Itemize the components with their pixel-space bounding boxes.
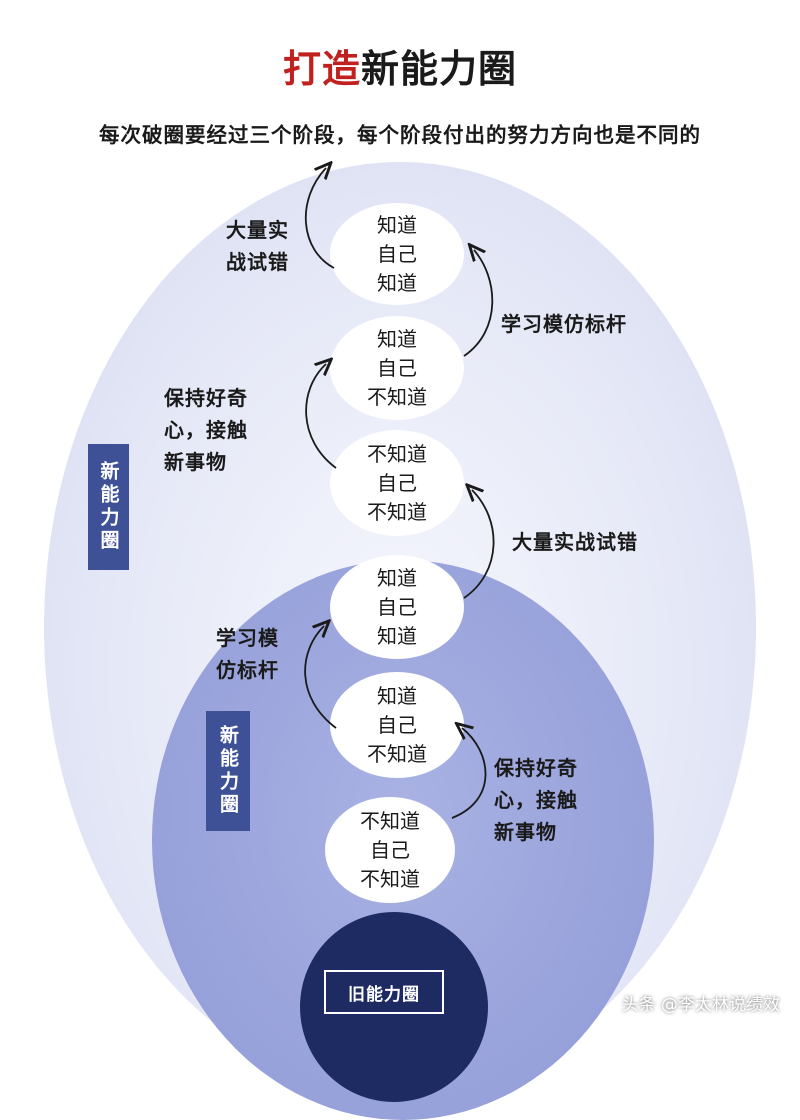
stage-node-6: 知道 自己 知道	[330, 203, 464, 305]
stage-node-1: 不知道 自己 不知道	[325, 797, 455, 903]
node-text: 知道	[377, 326, 417, 351]
annotation-curious-lower: 保持好奇 心，接触 新事物	[494, 752, 578, 848]
stage-node-3: 知道 自己 知道	[330, 555, 464, 659]
node-text: 自己	[377, 470, 417, 495]
node-text: 自己	[370, 837, 410, 862]
node-text: 自己	[377, 594, 417, 619]
node-text: 知道	[377, 212, 417, 237]
arrow-practice-upper	[305, 168, 335, 269]
node-text: 自己	[377, 712, 417, 737]
title-main: 新能力圈	[361, 47, 518, 91]
middle-circle-label-text: 新能力圈	[217, 725, 239, 817]
annotation-text: 保持好奇	[164, 386, 248, 410]
annotation-text: 大量实战试错	[512, 530, 638, 554]
outer-circle-label-text: 新能力圈	[97, 461, 120, 553]
annotation-text: 学习模仿标杆	[501, 312, 627, 336]
node-text: 不知道	[360, 808, 420, 833]
node-text: 不知道	[367, 741, 427, 766]
node-text: 不知道	[367, 441, 427, 466]
annotation-imitate-lower: 学习模 仿标杆	[216, 622, 279, 686]
progression-arrows	[304, 0, 495, 819]
stage-node-2: 知道 自己 不知道	[330, 672, 464, 778]
annotation-curious-upper: 保持好奇 心，接触 新事物	[164, 382, 248, 478]
stage-node-5: 知道 自己 不知道	[330, 316, 464, 420]
annotation-text: 心，接触	[164, 418, 248, 442]
annotation-text: 仿标杆	[216, 658, 279, 682]
node-text: 不知道	[360, 866, 420, 891]
stage-node-4: 不知道 自己 不知道	[330, 430, 464, 536]
title-accent: 打造	[282, 47, 361, 91]
annotation-practice-middle: 大量实战试错	[512, 526, 638, 558]
node-text: 知道	[377, 683, 417, 708]
annotation-text: 大量实	[226, 218, 289, 242]
annotation-text: 战试错	[226, 250, 289, 274]
annotation-text: 心，接触	[494, 788, 578, 812]
annotation-text: 学习模	[216, 626, 279, 650]
node-text: 知道	[377, 270, 417, 295]
arrow-imitate-upper	[463, 250, 494, 357]
node-text: 不知道	[367, 499, 427, 524]
node-text: 自己	[377, 355, 417, 380]
outer-circle-label: 新能力圈	[88, 444, 129, 570]
middle-circle-label: 新能力圈	[206, 711, 250, 831]
page-subtitle: 每次破圈要经过三个阶段，每个阶段付出的努力方向也是不同的	[99, 123, 701, 147]
arrow-curious-lower	[451, 728, 487, 819]
page-title: 打造新能力圈	[0, 38, 800, 93]
watermark: 头条 @李太林说绩效	[621, 995, 780, 1015]
annotation-text: 新事物	[164, 450, 227, 474]
annotation-imitate-upper: 学习模仿标杆	[501, 308, 627, 340]
node-text: 知道	[377, 623, 417, 648]
annotation-practice-upper: 大量实 战试错	[226, 214, 289, 278]
arrow-practice-middle	[463, 490, 495, 599]
annotation-text: 保持好奇	[494, 756, 578, 780]
node-text: 自己	[377, 241, 417, 266]
arrow-imitate-lower	[304, 626, 337, 729]
node-text: 知道	[377, 565, 417, 590]
arrow-curious-upper	[305, 364, 337, 469]
annotation-text: 新事物	[494, 820, 557, 844]
old-circle-label: 旧能力圈	[324, 970, 444, 1014]
node-text: 不知道	[367, 384, 427, 409]
